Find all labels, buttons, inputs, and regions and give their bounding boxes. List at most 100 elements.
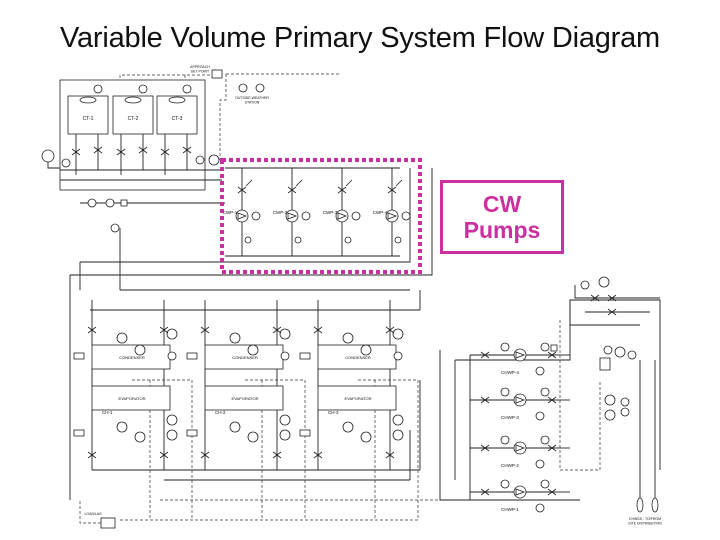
outlet-icon bbox=[636, 497, 644, 513]
cw-pumps-callout: CW Pumps bbox=[440, 180, 564, 254]
valve-box bbox=[550, 344, 558, 352]
chw-pump-label: CHWP-4 bbox=[501, 370, 519, 375]
gauge-icon bbox=[535, 366, 545, 376]
pressure-gauge-icon bbox=[251, 211, 261, 221]
instrument-icon bbox=[360, 344, 372, 356]
valve-icon bbox=[385, 326, 395, 334]
control-wiring bbox=[79, 73, 601, 524]
pressure-gauge-icon bbox=[301, 211, 311, 221]
chw-pump-label: CHWP-3 bbox=[501, 415, 519, 420]
instrument-icon bbox=[279, 429, 291, 441]
control-line bbox=[219, 73, 340, 160]
valve-icon bbox=[87, 326, 97, 334]
pipe bbox=[47, 162, 60, 169]
outside-weather-label: OUTSIDE WEATHER bbox=[235, 96, 269, 100]
valve-icon bbox=[272, 326, 282, 334]
load-box bbox=[100, 517, 116, 529]
instrument-icon bbox=[392, 328, 404, 340]
pipe bbox=[409, 380, 421, 480]
valve-icon bbox=[313, 326, 323, 334]
valve-icon bbox=[387, 186, 397, 194]
instrument-icon bbox=[182, 84, 192, 94]
approach-setpoint-label: SET POINT bbox=[191, 70, 210, 74]
valve-icon bbox=[547, 444, 557, 452]
control-line bbox=[285, 379, 306, 520]
fan-icon bbox=[79, 96, 97, 104]
distribution-label: SITE DISTRIBUTION bbox=[628, 522, 662, 526]
control-line bbox=[149, 380, 376, 520]
instrument-icon bbox=[166, 429, 178, 441]
valve-box bbox=[120, 199, 128, 207]
weather-sensor-icon bbox=[255, 83, 265, 93]
instrument-icon bbox=[134, 344, 146, 356]
pump-impeller-icon bbox=[515, 444, 526, 452]
valve-icon bbox=[87, 451, 97, 459]
chiller-label: CH-1 bbox=[102, 410, 113, 415]
cooling-tower-label: CT-1 bbox=[83, 116, 94, 122]
condenser bbox=[317, 344, 397, 370]
valve-icon bbox=[480, 444, 490, 452]
pump-impeller-icon bbox=[287, 212, 298, 220]
gauge-icon bbox=[540, 479, 550, 489]
cw-pump-label: CWP-4 bbox=[373, 210, 388, 215]
instrument-icon bbox=[138, 84, 148, 94]
sensor-icon bbox=[61, 158, 71, 168]
cw-pump-label: CWP-3 bbox=[323, 210, 338, 215]
control-line bbox=[172, 379, 193, 520]
pressure-gauge-icon bbox=[401, 211, 411, 221]
valve-icon bbox=[159, 326, 169, 334]
evaporator bbox=[91, 385, 171, 411]
sensor-icon bbox=[598, 276, 610, 288]
valve-icon bbox=[159, 451, 169, 459]
gauge-icon bbox=[344, 236, 352, 244]
pump-impeller-icon bbox=[387, 212, 398, 220]
sensor-icon bbox=[195, 155, 205, 165]
sensor-icon bbox=[41, 149, 55, 163]
control-line bbox=[79, 500, 101, 524]
valve-icon bbox=[182, 146, 192, 154]
valve-icon bbox=[590, 294, 600, 302]
instrument-icon bbox=[167, 351, 177, 361]
gauge-icon bbox=[500, 387, 510, 397]
sensor-box bbox=[599, 357, 611, 371]
gauge-icon bbox=[500, 479, 510, 489]
setpoint-box bbox=[211, 69, 223, 79]
control-line bbox=[119, 74, 210, 80]
gauge-icon bbox=[535, 459, 545, 469]
valve-icon bbox=[547, 488, 557, 496]
instrument-icon bbox=[620, 407, 630, 417]
pipe bbox=[69, 275, 421, 500]
page-title: Variable Volume Primary System Flow Diag… bbox=[59, 22, 661, 54]
gauge-icon bbox=[244, 236, 252, 244]
control-line bbox=[559, 320, 601, 471]
pipe bbox=[80, 168, 411, 263]
check-valve-icon bbox=[245, 179, 253, 187]
chw-pump-label: CHWP-1 bbox=[501, 507, 519, 512]
valve-icon bbox=[200, 326, 210, 334]
cw-pump-label: CWP-2 bbox=[273, 210, 288, 215]
valve-icon bbox=[272, 451, 282, 459]
valve-icon bbox=[313, 451, 323, 459]
components bbox=[41, 69, 659, 529]
sensor-box bbox=[299, 352, 311, 360]
sensor-icon bbox=[627, 350, 637, 360]
valve-icon bbox=[385, 451, 395, 459]
chiller-label: CH-3 bbox=[328, 410, 339, 415]
cooling-tower-label: CT-2 bbox=[128, 116, 139, 122]
pump-impeller-icon bbox=[515, 351, 526, 359]
outlet-icon bbox=[651, 497, 659, 513]
pump-impeller-icon bbox=[515, 488, 526, 496]
gauge-icon bbox=[535, 503, 545, 513]
cw-pump-label: CWP-1 bbox=[223, 210, 238, 215]
instrument-icon bbox=[247, 344, 259, 356]
cooling-tower-frame bbox=[59, 79, 206, 191]
condenser bbox=[204, 344, 284, 370]
sensor-icon bbox=[580, 280, 590, 290]
valve-icon bbox=[547, 351, 557, 359]
evaporator-label: EVAPORATOR bbox=[118, 396, 145, 401]
instrument-icon bbox=[360, 431, 372, 443]
gauge-icon bbox=[500, 342, 510, 352]
gauge-icon bbox=[535, 411, 545, 421]
